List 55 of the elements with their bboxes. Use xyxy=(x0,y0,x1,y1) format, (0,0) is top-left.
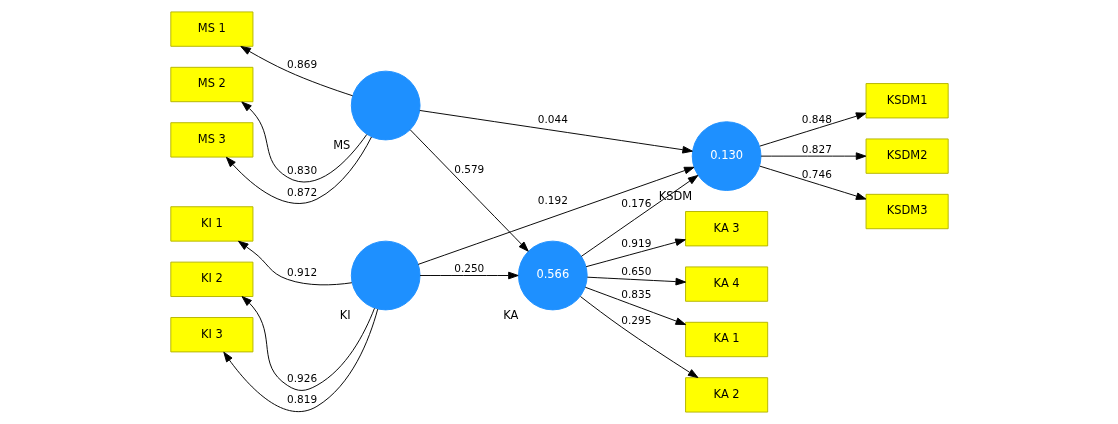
node-box: MS 1 xyxy=(169,11,253,47)
arrow xyxy=(222,308,378,413)
node-circle xyxy=(350,240,421,311)
edge-label: 0.176 xyxy=(620,196,651,209)
edge-label: 0.650 xyxy=(620,265,651,278)
edge-label: 0.872 xyxy=(286,186,317,199)
edge-label: 0.848 xyxy=(801,112,832,125)
node-box: MS 2 xyxy=(169,66,253,103)
node-box: KA 3 xyxy=(684,211,768,247)
edge-label: 0.044 xyxy=(537,113,568,126)
edge-label: 0.835 xyxy=(620,288,651,301)
node-circle xyxy=(350,70,421,141)
arrow xyxy=(417,166,694,265)
node-box: KSDM2 xyxy=(865,138,949,174)
node-box: KSDM3 xyxy=(865,193,949,230)
arrow xyxy=(240,101,367,183)
arrow xyxy=(760,152,866,160)
arrow xyxy=(579,296,698,379)
arrow xyxy=(241,296,375,391)
edge-label: 0.579 xyxy=(453,163,484,176)
node-box: MS 3 xyxy=(169,122,253,158)
arrow xyxy=(584,286,686,326)
node-label: KA xyxy=(502,308,518,323)
edge-label: 0.919 xyxy=(620,236,651,249)
arrow xyxy=(586,276,686,286)
edge-label: 0.869 xyxy=(286,58,317,71)
arrow xyxy=(419,271,519,280)
edge-label: 0.827 xyxy=(801,143,832,156)
node-box: KA 1 xyxy=(684,321,768,358)
arrow xyxy=(580,175,698,257)
arrow xyxy=(225,136,372,204)
arrow xyxy=(239,46,353,97)
arrow xyxy=(758,112,866,147)
node-circle: 0.130 xyxy=(691,121,761,191)
edge-label: 0.830 xyxy=(286,164,317,177)
edge-label: 0.192 xyxy=(537,193,568,206)
node-box: KA 2 xyxy=(684,377,768,413)
arrow xyxy=(409,129,529,252)
node-label: MS xyxy=(332,138,350,153)
edge-label: 0.295 xyxy=(620,314,651,327)
node-label: KI xyxy=(339,308,351,323)
arrow xyxy=(758,165,866,200)
node-box: KI 2 xyxy=(169,261,253,297)
arrow xyxy=(237,240,352,286)
node-box: KI 1 xyxy=(169,206,253,242)
node-box: KA 4 xyxy=(684,266,768,302)
edge-label: 0.746 xyxy=(801,167,832,180)
arrow xyxy=(418,110,693,154)
node-box: KI 3 xyxy=(169,317,253,353)
node-box: KSDM1 xyxy=(865,83,949,119)
edge-label: 0.819 xyxy=(286,393,317,406)
edge-label: 0.250 xyxy=(453,262,484,275)
arrow xyxy=(585,238,686,268)
edge-label: 0.926 xyxy=(286,372,317,385)
edge-label: 0.912 xyxy=(286,266,317,279)
